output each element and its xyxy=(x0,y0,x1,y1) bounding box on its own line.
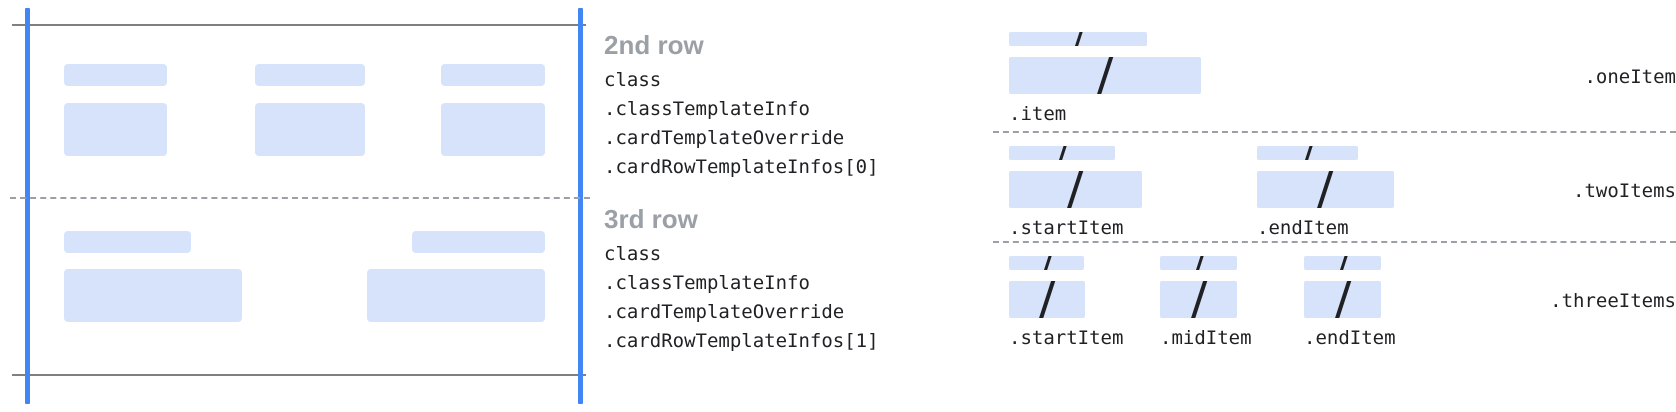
row1-cell1-label-bar xyxy=(64,64,167,86)
variant-two-items: .startItem .endItem .twoItems xyxy=(985,138,1676,246)
variant-divider-1 xyxy=(993,131,1676,133)
item-label-bar xyxy=(1160,256,1237,270)
item-variant-legend: .item .oneItem .startItem xyxy=(985,0,1676,412)
section-title: 2nd row xyxy=(604,30,704,60)
item-name-label: .endItem xyxy=(1257,217,1349,239)
variant1-cell-item: .item xyxy=(1009,32,1209,132)
slash-icon xyxy=(1042,256,1053,270)
code-line: .cardTemplateOverride xyxy=(604,301,845,323)
slash-icon xyxy=(1096,57,1114,94)
slash-icon xyxy=(1190,281,1208,318)
variant-three-items: .startItem .midItem .endItem xyxy=(985,248,1676,360)
variant3-cell-start: .startItem xyxy=(1009,256,1169,360)
annotation-section-3rd-row: 3rd row class .classTemplateInfo .cardTe… xyxy=(604,202,879,356)
row2-cell1-content-box xyxy=(64,269,242,322)
code-line: .classTemplateInfo xyxy=(604,272,810,294)
item-label-bar xyxy=(1009,256,1084,270)
variant3-cell-end: .endItem xyxy=(1304,256,1464,360)
bottom-boundary-rule xyxy=(12,374,586,376)
item-label-bar xyxy=(1257,146,1358,160)
variant2-cell-start: .startItem xyxy=(1009,146,1209,246)
slash-icon xyxy=(1316,171,1334,208)
row2-cell2-content-box xyxy=(367,269,545,322)
item-name-label: .endItem xyxy=(1304,327,1396,349)
row-divider-dashed xyxy=(10,197,590,199)
slash-icon xyxy=(1038,281,1056,318)
item-label-bar xyxy=(1009,146,1115,160)
row1-cell3-content-box xyxy=(441,103,545,156)
item-label-bar xyxy=(1009,32,1147,46)
code-line: .cardRowTemplateInfos[0] xyxy=(604,156,879,178)
row2-cell2-label-bar xyxy=(412,231,545,253)
row1-cell1-content-box xyxy=(64,103,167,156)
item-content-box xyxy=(1304,281,1381,318)
item-content-box xyxy=(1009,281,1085,318)
row1-cell3-label-bar xyxy=(441,64,545,86)
variant-name-label: .twoItems xyxy=(1573,180,1676,202)
slash-icon xyxy=(1338,256,1349,270)
variant2-cell-end: .endItem xyxy=(1257,146,1457,246)
card-layout-preview xyxy=(0,0,592,412)
variant3-cell-mid: .midItem xyxy=(1160,256,1320,360)
item-content-box xyxy=(1009,57,1201,94)
item-content-box xyxy=(1160,281,1237,318)
end-guide-line xyxy=(578,8,583,404)
code-line: class xyxy=(604,69,662,91)
class-path-annotations: 2nd row class .classTemplateInfo .cardTe… xyxy=(604,0,964,412)
top-boundary-rule xyxy=(12,24,586,26)
item-name-label: .startItem xyxy=(1009,217,1124,239)
annotation-section-2nd-row: 2nd row class .classTemplateInfo .cardTe… xyxy=(604,28,879,182)
item-name-label: .midItem xyxy=(1160,327,1252,349)
variant-one-item: .item .oneItem xyxy=(985,24,1676,132)
slash-icon xyxy=(1066,171,1084,208)
section-title: 3rd row xyxy=(604,204,698,234)
row1-cell2-content-box xyxy=(255,103,365,156)
slash-icon xyxy=(1303,146,1314,160)
slash-icon xyxy=(1057,146,1068,160)
slash-icon xyxy=(1073,32,1084,46)
item-label-bar xyxy=(1304,256,1381,270)
row1-cell2-label-bar xyxy=(255,64,365,86)
code-line: class xyxy=(604,243,662,265)
item-content-box xyxy=(1257,171,1394,208)
start-guide-line xyxy=(25,8,30,404)
code-line: .classTemplateInfo xyxy=(604,98,810,120)
code-line: .cardRowTemplateInfos[1] xyxy=(604,330,879,352)
slash-icon xyxy=(1334,281,1352,318)
variant-divider-2 xyxy=(993,241,1676,243)
variant-name-label: .oneItem xyxy=(1584,66,1676,88)
variant-name-label: .threeItems xyxy=(1550,290,1676,312)
code-line: .cardTemplateOverride xyxy=(604,127,845,149)
item-name-label: .startItem xyxy=(1009,327,1124,349)
row2-cell1-label-bar xyxy=(64,231,191,253)
slash-icon xyxy=(1194,256,1205,270)
item-content-box xyxy=(1009,171,1142,208)
item-name-label: .item xyxy=(1009,103,1067,125)
